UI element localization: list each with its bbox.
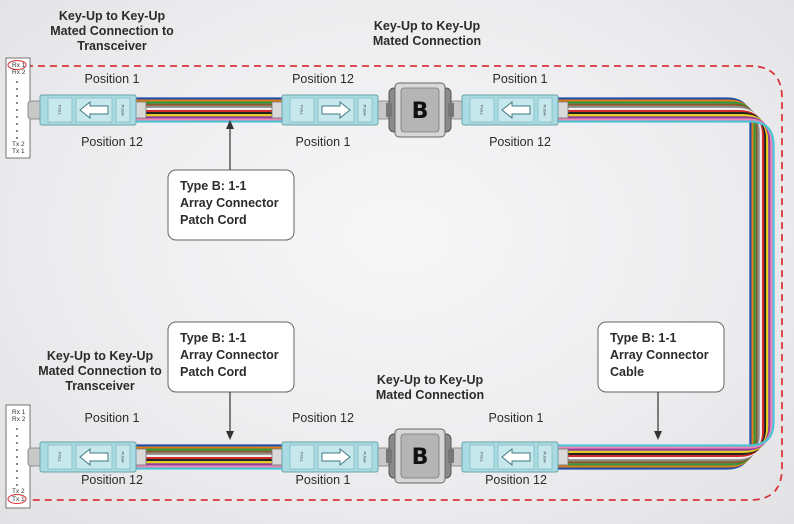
top-mid-header-line1: Key-Up to Key-Up [374,19,481,33]
bottom-callout-line3: Patch Cord [180,365,247,379]
connector-pull-label: PULL [480,452,485,463]
connector-push-label: PUSH [363,451,368,462]
adapter-bottom: B [386,428,454,484]
transceiver-top-tx1-label: Tx 1 [12,148,25,155]
top-pos-c-bottom: Position 12 [489,135,551,149]
bottom-patch-cord-callout [167,321,295,393]
transceiver-bottom-rx2-label: Rx 2 [12,416,26,423]
top-left-header-line2: Mated Connection to [50,24,174,38]
transceiver-bottom: Rx 1 Rx 2 Tx 2 Tx 1 [5,404,31,509]
bottom-mid-header-line2: Mated Connection [376,388,484,402]
right-callout-line2: Array Connector [610,348,709,362]
top-pos-c-top: Position 1 [493,72,548,86]
transceiver-top-rx1-label: Rx 1 [12,62,26,69]
transceiver-top-tx2-label: Tx 2 [12,141,25,148]
bottom-left-connector: PULL PUSH [27,441,147,473]
trunk-cable-callout [597,321,725,393]
top-mid-connector: PULL PUSH [271,94,391,126]
connector-push-label: PUSH [543,451,548,462]
top-pos-b-top: Position 12 [292,72,354,86]
adapter-top: B [386,82,454,138]
bottom-pos-b-bottom: Position 1 [296,473,351,487]
polarity-loop [14,65,783,501]
top-callout-line2: Array Connector [180,196,279,210]
top-callout-line1: Type B: 1-1 [180,179,246,193]
bottom-pos-b-top: Position 12 [292,411,354,425]
bottom-pos-a-bottom: Position 12 [81,473,143,487]
patch-cord-fibers-bottom [132,444,286,470]
connector-pull-label: PULL [480,105,485,116]
top-callout-line3: Patch Cord [180,213,247,227]
top-left-connector: PULL PUSH [27,94,147,126]
top-left-header-line1: Key-Up to Key-Up [59,9,166,23]
bottom-right-connector: PULL PUSH [449,441,569,473]
transceiver-bottom-tx2-label: Tx 2 [12,488,25,495]
bottom-mid-header-line1: Key-Up to Key-Up [377,373,484,387]
connector-push-label: PUSH [543,104,548,115]
bottom-callout-line1: Type B: 1-1 [180,331,246,345]
transceiver-bottom-rx1-label: Rx 1 [12,409,26,416]
top-left-header-line3: Transceiver [77,39,147,53]
adapter-top-letter: B [412,99,429,124]
bottom-mid-connector: PULL PUSH [271,441,391,473]
connector-pull-label: PULL [300,105,305,116]
top-pos-a-bottom: Position 12 [81,135,143,149]
connector-pull-label: PULL [58,105,63,116]
bottom-pos-c-bottom: Position 12 [485,473,547,487]
bottom-callout-line2: Array Connector [180,348,279,362]
connector-pull-label: PULL [300,452,305,463]
tx1-highlight-bottom [7,493,27,505]
patch-cord-fibers-top [132,97,286,123]
connector-push-label: PUSH [121,104,126,115]
top-mid-header-line2: Mated Connection [373,34,481,48]
transceiver-bottom-tx1-label: Tx 1 [12,496,25,503]
connector-push-label: PUSH [121,451,126,462]
bottom-pos-a-top: Position 1 [85,411,140,425]
bottom-left-header-line3: Transceiver [65,379,135,393]
top-pos-b-bottom: Position 1 [296,135,351,149]
bottom-left-header-line2: Mated Connection to [38,364,162,378]
trunk-cable-fibers [552,97,775,470]
connector-push-label: PUSH [363,104,368,115]
rx1-highlight-top [7,59,27,71]
adapter-bottom-letter: B [412,445,429,470]
connectors: PULL PUSH PULL PUSH PULL PUSH PULL PUSH PULL PUSH… [27,94,569,473]
right-callout-line3: Cable [610,365,644,379]
top-right-connector: PULL PUSH [449,94,569,126]
right-callout-line1: Type B: 1-1 [610,331,676,345]
connector-pull-label: PULL [58,452,63,463]
transceiver-top: Rx 1 Rx 2 Tx 2 Tx 1 [5,57,31,159]
top-pos-a-top: Position 1 [85,72,140,86]
transceiver-top-rx2-label: Rx 2 [12,69,26,76]
top-patch-cord-callout [167,169,295,241]
bottom-left-header-line1: Key-Up to Key-Up [47,349,154,363]
bottom-pos-c-top: Position 1 [489,411,544,425]
